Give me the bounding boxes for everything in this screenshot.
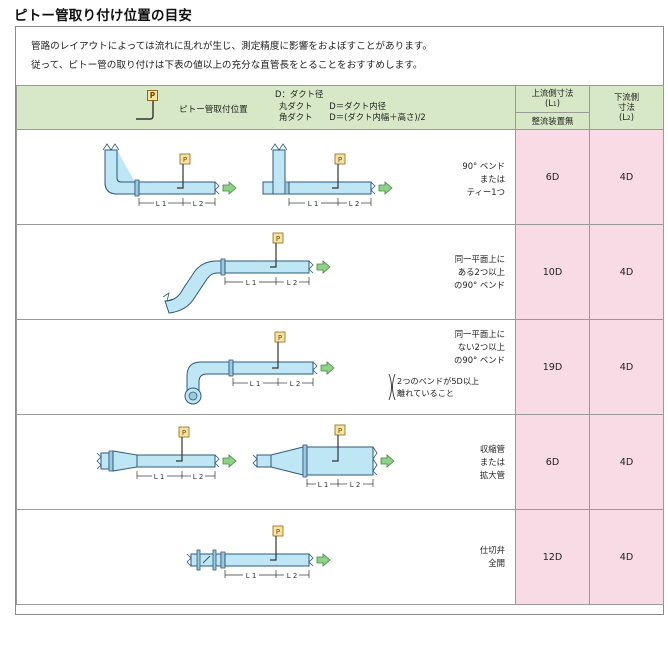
- condition-line: 同一平面上に: [454, 254, 505, 264]
- right-paren-icon: [388, 373, 392, 401]
- diagram-cell-gate-valve: P L 1 L 2 仕切弁 全開: [16, 509, 516, 605]
- p-label: P: [182, 429, 186, 437]
- downstream-value: 4D: [589, 224, 664, 320]
- downstream-value: 4D: [589, 319, 664, 415]
- note-line-2: 離れていること: [397, 388, 455, 398]
- gate-valve-diagram: P L 1 L 2: [186, 525, 331, 580]
- l2-label: L 2: [287, 572, 298, 580]
- condition-line: 同一平面上に: [454, 329, 505, 339]
- downstream-symbol: (L2): [590, 112, 663, 124]
- pitot-position-label: ピトー管取付位置: [179, 105, 248, 115]
- l1-label: L 1: [318, 481, 329, 489]
- table-row: P L 1 L 2: [16, 414, 664, 510]
- diagram-cell-reducer-expander: P L 1 L 2: [16, 414, 516, 510]
- upstream-symbol: (L1): [516, 98, 589, 110]
- placement-table: P ピトー管取付位置 D：ダクト径丸ダクト D＝ダクト内径角ダクト D＝(ダクト…: [16, 85, 664, 605]
- l1-label: L 1: [154, 473, 165, 481]
- upstream-value: 19D: [515, 319, 590, 415]
- reducer-expander-diagram: P L 1 L 2: [96, 424, 395, 489]
- p-label: P: [338, 156, 342, 164]
- formula-line-3: 角ダクト D＝(ダクト内幅＋高さ)/2: [279, 112, 426, 122]
- downstream-value: 4D: [589, 509, 664, 605]
- condition-line: または: [479, 457, 505, 467]
- two-bends-same-plane-diagram: P L 1 L 2: [162, 232, 331, 314]
- note-line-1: 2つのベンドが5D以上: [397, 376, 480, 386]
- upstream-value: 6D: [515, 129, 590, 225]
- pitot-hook-icon: [136, 101, 154, 120]
- formula-line-1: D：ダクト径: [275, 89, 324, 99]
- p-box-icon: P: [147, 90, 158, 101]
- p-label: P: [276, 235, 280, 243]
- downstream-title: 下流側: [613, 91, 640, 102]
- condition-line: または: [479, 174, 505, 184]
- condition-line: 仕切弁: [479, 545, 505, 555]
- condition-text: 収縮管 または 拡大管: [480, 443, 505, 482]
- downstream-symbol-close: ): [630, 111, 635, 122]
- l2-label: L 2: [287, 279, 298, 287]
- left-paren-icon: [392, 373, 396, 401]
- table-row: P L 1 L 2: [16, 129, 664, 225]
- condition-line: 全開: [488, 558, 505, 568]
- condition-line: ティー1つ: [466, 187, 505, 197]
- condition-text: 同一平面上に ない2つ以上 の90° ベンド 2つのベンドが5D以上 離れている…: [387, 328, 505, 403]
- l2-label: L 2: [193, 200, 204, 208]
- upstream-subscript: 1: [552, 100, 557, 108]
- downstream-subscript: 2: [626, 114, 631, 122]
- intro-text: 管路のレイアウトによっては流れに乱れが生じ、測定精度に影響をおよぼすことがありま…: [31, 37, 432, 75]
- l2-label: L 2: [350, 481, 361, 489]
- condition-line: 拡大管: [479, 470, 505, 480]
- diagram-cell-bend-tee: P L 1 L 2: [16, 129, 516, 225]
- no-straightener-header: 整流装置無: [515, 111, 590, 131]
- intro-line-2: 従って、ピトー管の取り付けは下表の値以上の充分な直管長をとることをおすすめします…: [31, 60, 423, 71]
- l1-label: L 1: [250, 380, 261, 388]
- condition-text: 90° ベンド または ティー1つ: [462, 160, 505, 199]
- condition-line: ある2つ以上: [457, 267, 505, 277]
- diagram-cell-two-bends-same-plane: P L 1 L 2 同一平面上に ある2つ以上 の90° ベンド: [16, 224, 516, 320]
- header-legend-cell: P ピトー管取付位置 D：ダクト径丸ダクト D＝ダクト内径角ダクト D＝(ダクト…: [16, 85, 516, 130]
- upstream-header: 上流側寸法 (L1): [515, 85, 590, 113]
- page-title: ピトー管取り付け位置の目安: [14, 8, 193, 24]
- p-label: P: [338, 427, 342, 435]
- l2-label: L 2: [290, 380, 301, 388]
- condition-line: 収縮管: [479, 444, 505, 454]
- p-label: P: [278, 334, 282, 342]
- upstream-value: 12D: [515, 509, 590, 605]
- duct-formula: D：ダクト径丸ダクト D＝ダクト内径角ダクト D＝(ダクト内幅＋高さ)/2: [275, 89, 426, 124]
- condition-line: の90° ベンド: [453, 355, 505, 365]
- condition-line: 90° ベンド: [462, 161, 505, 171]
- l1-label: L 1: [246, 279, 257, 287]
- downstream-symbol-open: (L: [618, 111, 627, 122]
- upstream-symbol-open: (L: [544, 97, 553, 108]
- downstream-header: 下流側 寸法 (L2): [589, 85, 664, 130]
- l2-label: L 2: [349, 200, 360, 208]
- l1-label: L 1: [246, 572, 257, 580]
- condition-line: ない2つ以上: [457, 342, 505, 352]
- downstream-value: 4D: [589, 414, 664, 510]
- table-row: P L 1 L 2 仕切弁 全開 12D 4D: [16, 509, 664, 605]
- condition-text: 同一平面上に ある2つ以上 の90° ベンド: [454, 253, 505, 292]
- bend-note: 2つのベンドが5D以上 離れていること: [387, 373, 505, 403]
- formula-line-2: 丸ダクト D＝ダクト内径: [279, 100, 386, 111]
- condition-line: の90° ベンド: [453, 280, 505, 290]
- l1-label: L 1: [156, 200, 167, 208]
- table-row: P L 1 L 2 同一平面上に ある2つ以上 の90° ベンド: [16, 224, 664, 320]
- p-label: P: [276, 528, 280, 536]
- reference-frame: 管路のレイアウトによっては流れに乱れが生じ、測定精度に影響をおよぼすことがありま…: [15, 26, 664, 615]
- diagram-cell-two-bends-diff-plane: P L 1 L 2 同一平面上に ない2つ以上 の90° ベンド: [16, 319, 516, 415]
- upstream-value: 10D: [515, 224, 590, 320]
- condition-text: 仕切弁 全開: [480, 544, 505, 570]
- bend-tee-diagram: P L 1 L 2: [102, 143, 393, 208]
- downstream-value: 4D: [589, 129, 664, 225]
- upstream-value: 6D: [515, 414, 590, 510]
- upstream-symbol-close: ): [556, 97, 561, 108]
- two-bends-diff-plane-diagram: P L 1 L 2: [184, 331, 335, 405]
- downstream-title-2: 寸法: [618, 101, 635, 112]
- l1-label: L 1: [308, 200, 319, 208]
- table-row: P L 1 L 2 同一平面上に ない2つ以上 の90° ベンド: [16, 319, 664, 415]
- p-label: P: [183, 156, 187, 164]
- upstream-title: 上流側寸法: [531, 87, 574, 98]
- intro-line-1: 管路のレイアウトによっては流れに乱れが生じ、測定精度に影響をおよぼすことがありま…: [31, 41, 433, 52]
- l2-label: L 2: [193, 473, 204, 481]
